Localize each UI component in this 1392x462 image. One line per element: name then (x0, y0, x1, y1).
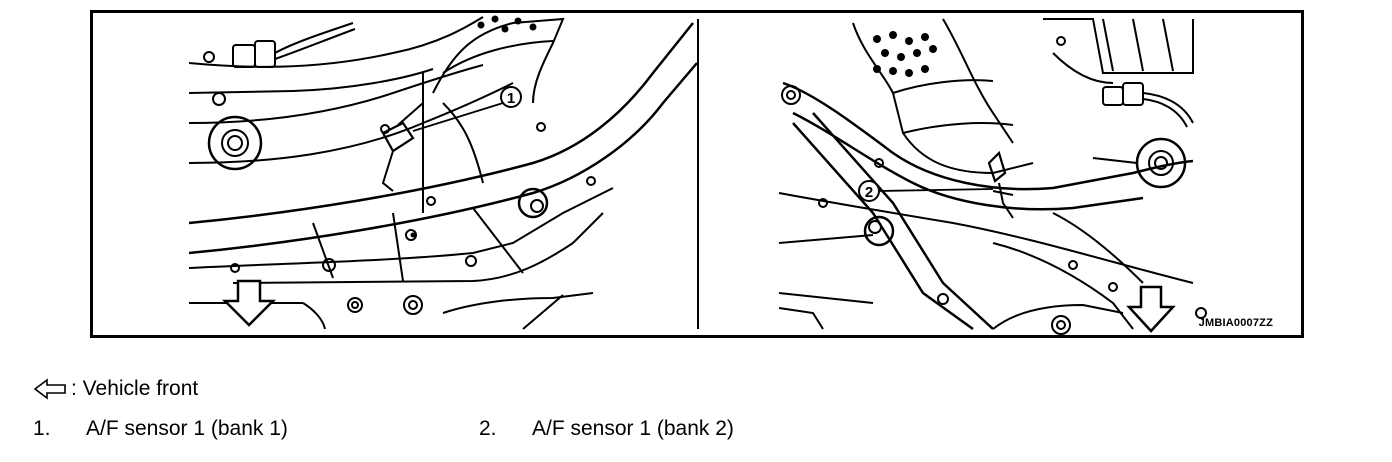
figure-illustration: 1 (188, 15, 1207, 335)
item-number: 1. (33, 417, 51, 440)
callout-1-circle (500, 86, 522, 108)
callout-1-label: 1 (507, 90, 515, 107)
callout-2-circle (858, 180, 880, 202)
item-label: A/F sensor 1 (bank 2) (532, 417, 734, 440)
item-label: A/F sensor 1 (bank 1) (86, 417, 288, 440)
vehicle-front-arrow-left-icon (221, 279, 277, 327)
item-number: 2. (479, 417, 497, 440)
vehicle-front-arrow-right-icon (1126, 285, 1176, 333)
legend-text: : Vehicle front (71, 377, 199, 400)
callout-2-label: 2 (865, 184, 873, 201)
right-view: 2 (778, 18, 1207, 335)
left-view: 1 (188, 15, 698, 330)
figure-code: JMBIA0007ZZ (1198, 317, 1273, 329)
arrow-left-outline-icon (33, 378, 66, 400)
legend-vehicle-front: : Vehicle front (33, 375, 198, 403)
figure-frame: 1 (90, 10, 1304, 338)
